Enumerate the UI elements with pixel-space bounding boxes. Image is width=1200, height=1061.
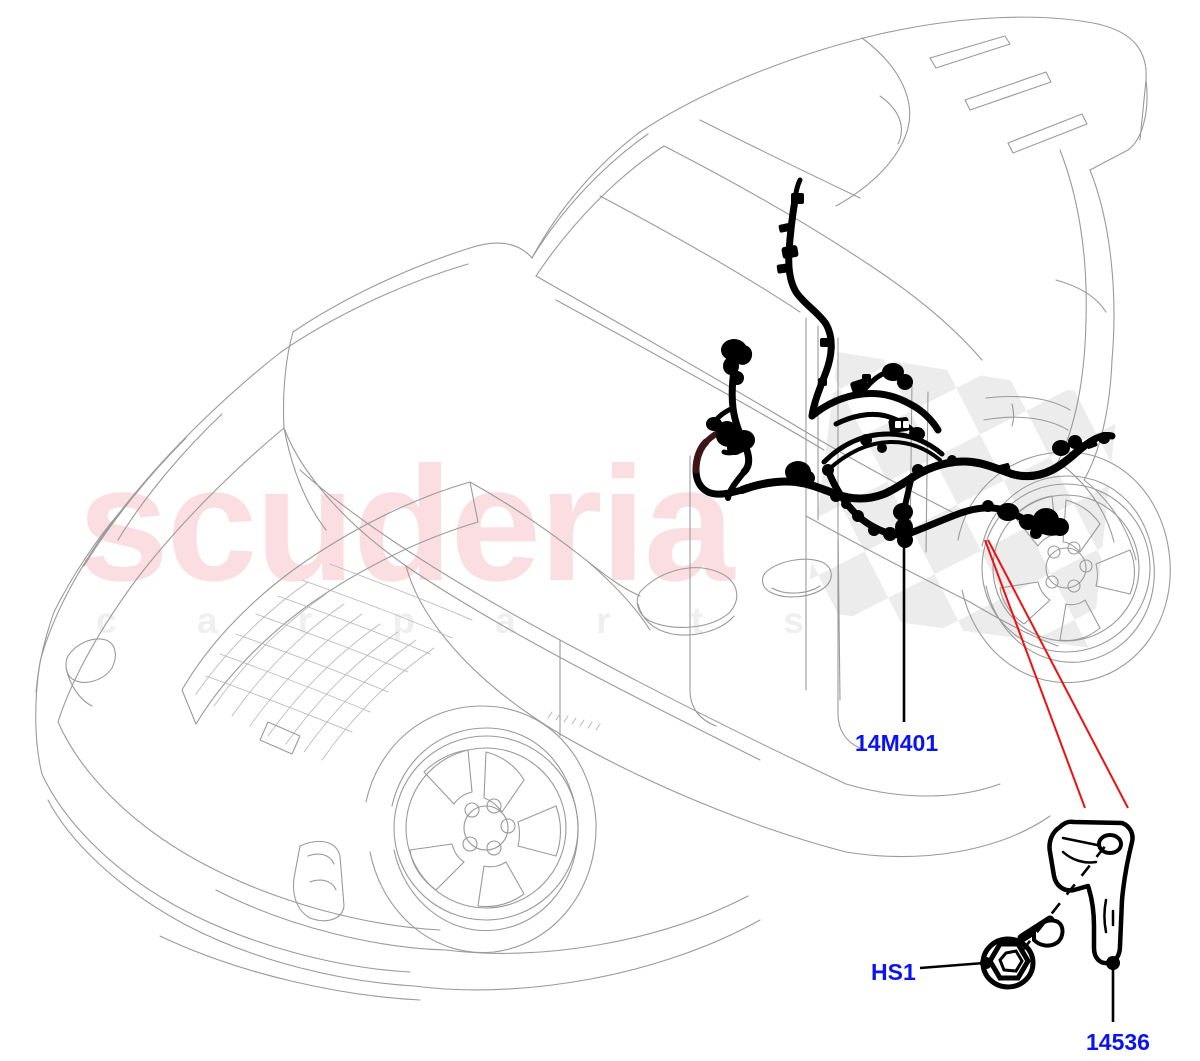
callout-label-14536[interactable]: 14536 (1086, 1029, 1150, 1055)
callout-label-14M401[interactable]: 14M401 (855, 730, 939, 756)
callout-leaders (902, 545, 1120, 1022)
red-leader-lines (984, 539, 1129, 809)
hex-bolt-HS1 (980, 915, 1065, 990)
callout-label-HS1[interactable]: HS1 (871, 959, 916, 985)
